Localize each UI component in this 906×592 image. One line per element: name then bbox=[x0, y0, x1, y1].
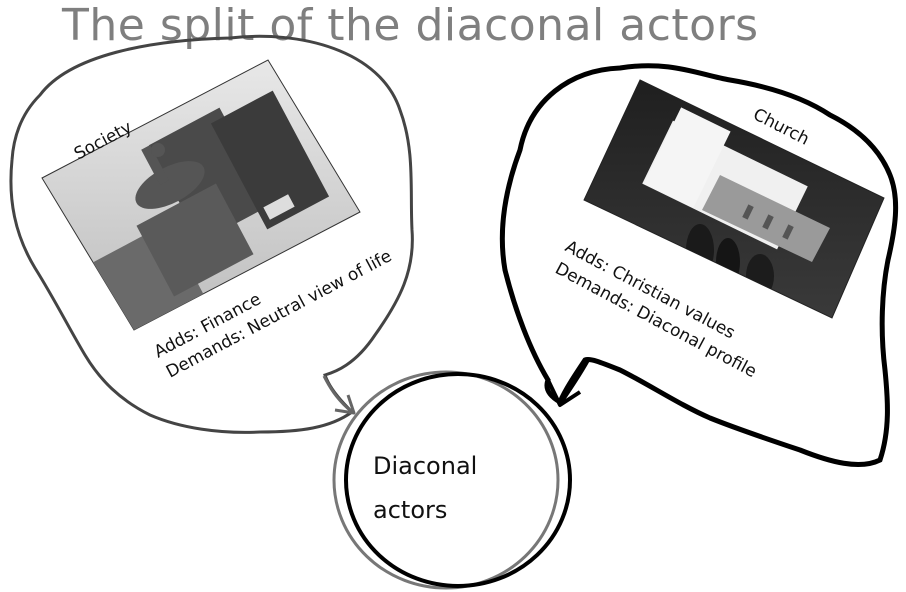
diaconal-actors-node bbox=[332, 370, 572, 590]
diaconal-actors-line2: actors bbox=[373, 496, 447, 524]
church-boundary bbox=[499, 63, 899, 468]
society-arrow bbox=[322, 375, 356, 415]
church-arrow bbox=[546, 359, 590, 407]
diaconal-actors-line1: Diaconal bbox=[373, 452, 477, 480]
